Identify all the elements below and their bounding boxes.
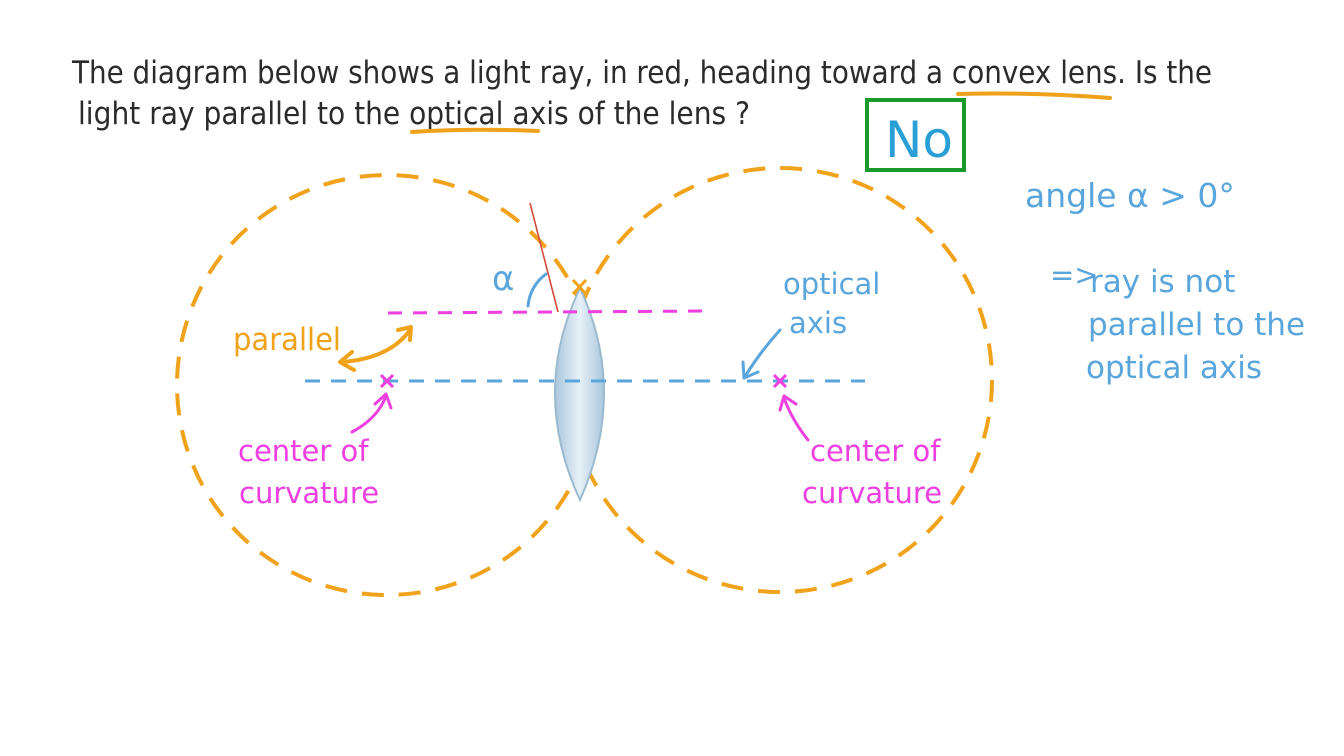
right-curvature-circle [566, 166, 994, 594]
optical-axis-label-line-2: axis [789, 306, 847, 340]
answer-text: No [885, 111, 953, 169]
optical-axis-pointer-head [741, 360, 760, 380]
right-center-marker [772, 373, 788, 389]
alpha-label: α [492, 259, 514, 299]
convex-lens-underline [956, 91, 1112, 100]
conclusion-line-1: ray is not [1090, 264, 1235, 300]
left-curvature-circle [175, 173, 599, 597]
left-center-pointer-head [373, 392, 393, 410]
right-center-label-line-1: center of [810, 434, 941, 468]
left-center-label-line-2: curvature [239, 476, 379, 510]
right-center-pointer-head [778, 394, 798, 412]
optical-axis-pointer [742, 328, 782, 380]
question-line-2: light ray parallel to the optical axis o… [78, 96, 750, 132]
parallel-label: parallel [233, 322, 341, 358]
optical-axis-label-line-1: optical [783, 267, 880, 301]
left-center-marker [379, 373, 395, 389]
parallel-arrowhead-down [338, 350, 356, 372]
parallel-reference-line [387, 309, 711, 315]
optical-axis-underline [410, 127, 540, 134]
parallel-arrowhead-up [396, 325, 413, 342]
left-center-pointer [350, 394, 388, 434]
right-center-label-line-2: curvature [802, 476, 942, 510]
alpha-angle-arc [526, 272, 548, 308]
right-center-pointer [782, 396, 810, 442]
conclusion-line-2: parallel to the [1088, 307, 1305, 343]
convex-lens [554, 285, 605, 503]
lens-top-marker [571, 278, 588, 296]
left-center-label-line-1: center of [238, 434, 369, 468]
light-ray [529, 202, 559, 313]
implies-arrow: => [1050, 258, 1099, 292]
question-line-1: The diagram below shows a light ray, in … [71, 55, 1212, 91]
parallel-double-arrow [341, 328, 412, 364]
conclusion-line-3: optical axis [1086, 350, 1262, 386]
answer-box [865, 98, 966, 172]
angle-statement: angle α > 0° [1025, 176, 1235, 215]
